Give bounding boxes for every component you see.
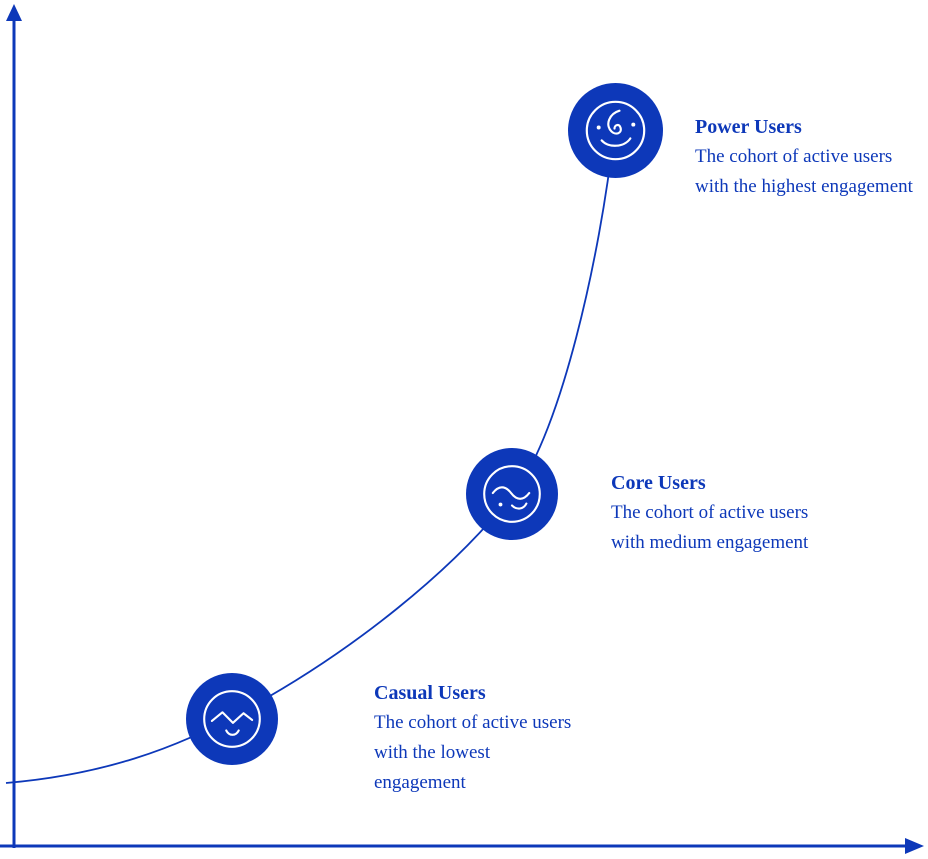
node-title: Casual Users xyxy=(374,682,486,704)
power-users-label-block: Power Users The cohort of active users w… xyxy=(695,112,915,202)
core-users-label-block: Core Users The cohort of active users wi… xyxy=(611,468,816,558)
casual-users-label-block: Casual Users The cohort of active users … xyxy=(374,678,586,798)
power-users-node xyxy=(568,83,663,178)
face-with-zigzag-icon xyxy=(203,690,261,748)
x-axis-arrowhead xyxy=(905,838,924,854)
face-with-wave-icon xyxy=(483,465,541,523)
node-description: The cohort of active users with the lowe… xyxy=(374,712,572,793)
x-axis xyxy=(0,838,924,854)
node-title: Core Users xyxy=(611,472,706,494)
y-axis xyxy=(6,4,22,848)
node-description: The cohort of active users with medium e… xyxy=(611,502,809,553)
y-axis-arrowhead xyxy=(6,4,22,21)
growth-curve xyxy=(5,131,615,784)
casual-users-node xyxy=(186,673,278,765)
face-with-curl-icon xyxy=(585,100,646,161)
node-title: Power Users xyxy=(695,116,802,138)
core-users-node xyxy=(466,448,558,540)
node-description: The cohort of active users with the high… xyxy=(695,146,913,197)
